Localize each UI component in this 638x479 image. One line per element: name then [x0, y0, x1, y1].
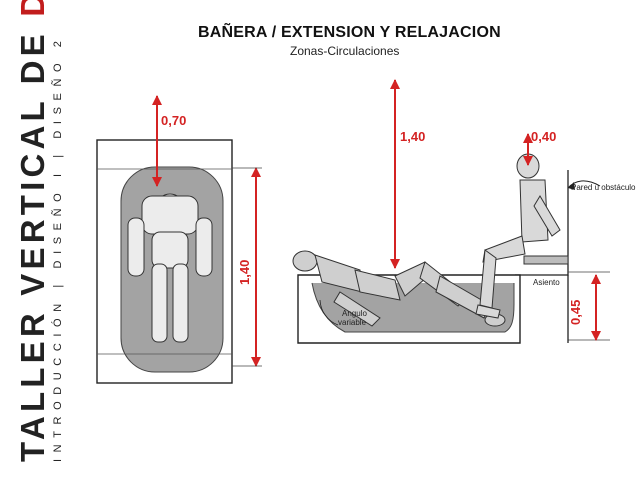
- seated-figure: [475, 153, 561, 319]
- reclined-figure: [292, 250, 506, 327]
- plan-view: [96, 95, 262, 384]
- label-wall: Pared u obstáculo: [571, 183, 636, 192]
- label-angle-1: Angulo: [342, 309, 367, 318]
- dim-seat-clearance: 0,40: [531, 129, 556, 144]
- label-angle-2: variable: [338, 318, 367, 327]
- dim-plan-head: 0,70: [161, 113, 186, 128]
- page-subtitle: Zonas-Circulaciones: [290, 44, 400, 58]
- dim-elevation-height: 1,40: [400, 129, 425, 144]
- elevation-view: [292, 79, 610, 344]
- seat: [523, 255, 569, 265]
- page-title: BAÑERA / EXTENSION Y RELAJACION: [198, 24, 501, 41]
- dim-seat-height: 0,45: [568, 300, 583, 325]
- plan-figure: [127, 193, 213, 343]
- label-seat: Asiento: [533, 278, 560, 287]
- dim-plan-length: 1,40: [237, 260, 252, 285]
